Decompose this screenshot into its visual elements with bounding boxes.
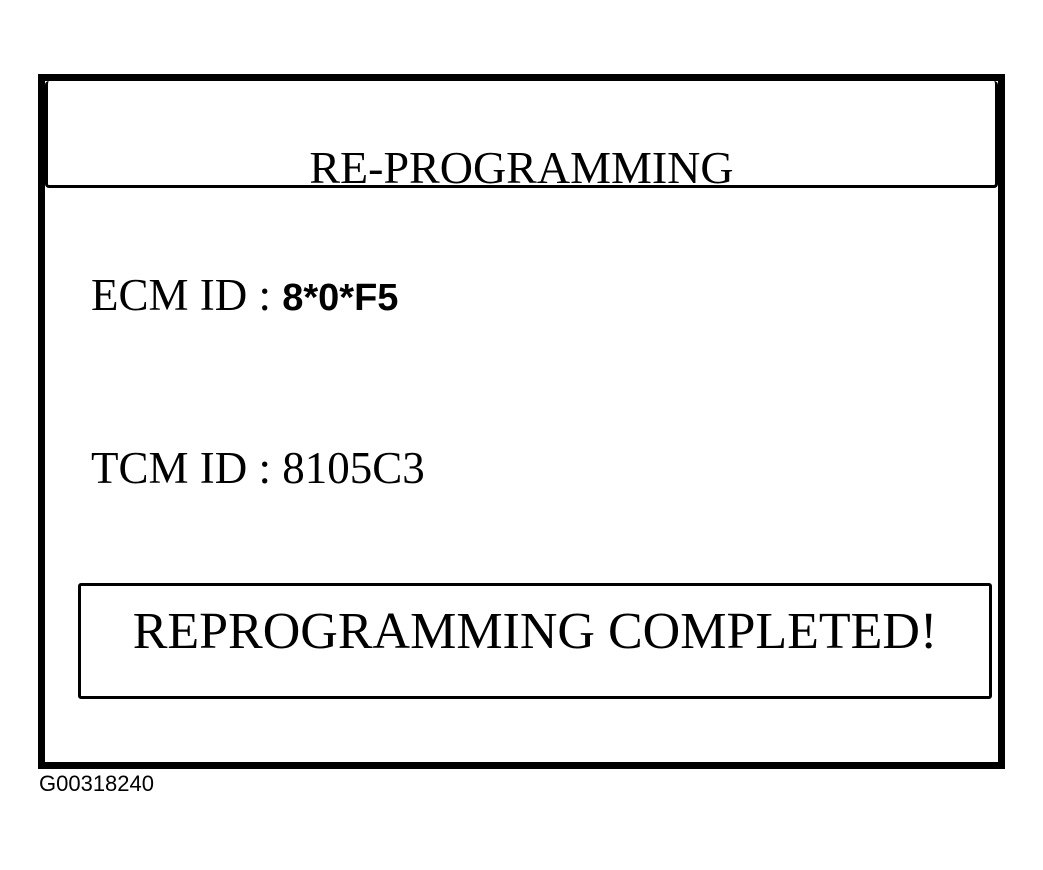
ecm-id-row: ECM ID : 8*0*F5 <box>91 273 398 318</box>
tcm-id-row: TCM ID : 8105C3 <box>91 446 425 491</box>
ecm-id-value: 8*0*F5 <box>282 277 399 319</box>
status-message: REPROGRAMMING COMPLETED! <box>132 603 938 660</box>
status-message-box: REPROGRAMMING COMPLETED! <box>78 583 992 699</box>
ecm-id-label: ECM ID : <box>91 270 283 320</box>
figure-id: G00318240 <box>39 771 154 796</box>
tcm-id-label: TCM ID : <box>91 443 283 493</box>
title-bar: RE-PROGRAMMING <box>45 81 998 193</box>
scan-tool-screen: RE-PROGRAMMING ECM ID : 8*0*F5 TCM ID : … <box>38 74 1005 769</box>
screen-title: RE-PROGRAMMING <box>309 142 734 193</box>
tcm-id-value: 8105C3 <box>282 443 425 493</box>
